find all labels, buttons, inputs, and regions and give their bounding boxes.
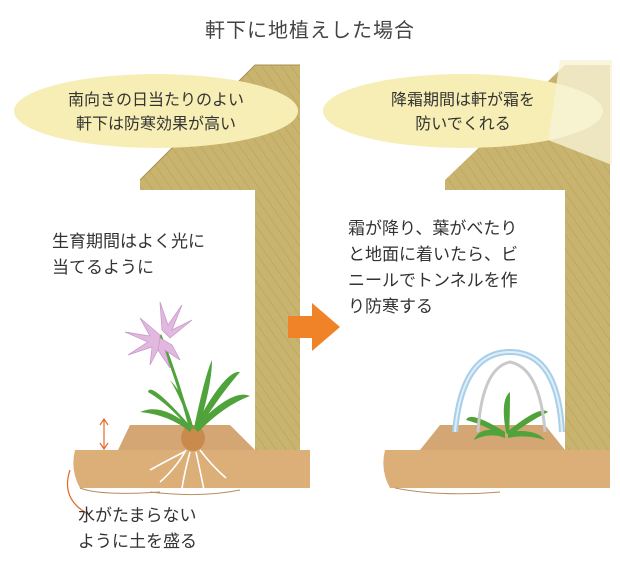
height-indicator (99, 417, 109, 451)
left-growth-note: 生育期間はよく光に 当てるように (52, 229, 205, 281)
left-note-line1: 生育期間はよく光に (52, 232, 205, 252)
vinyl-tunnel (452, 348, 565, 440)
right-note-line1: 霜が降り、葉がべたり (348, 219, 518, 239)
left-bubble-line2: 軒下は防寒効果が高い (75, 114, 236, 133)
left-bubble-line1: 南向きの日当たりのよい (67, 90, 244, 109)
left-bubble (14, 74, 298, 148)
right-bubble (323, 74, 603, 148)
progress-arrow (288, 303, 340, 351)
right-note-line3: ニールでトンネルを作 (348, 271, 518, 291)
right-note-line2: と地面に着いたら、ビ (348, 245, 518, 265)
right-frost-note: 霜が降り、葉がべたり と地面に着いたら、ビ ニールでトンネルを作 り防寒する (348, 216, 518, 320)
right-bubble-line2: 防いでくれる (415, 114, 511, 133)
diagram-title: 軒下に地植えした場合 (205, 18, 415, 42)
right-note-line4: り防寒する (348, 297, 433, 317)
soil-note-line2: ように土を盛る (78, 532, 197, 552)
right-wall (445, 65, 610, 450)
plant-with-flower (124, 301, 250, 491)
soil-note: 水がたまらない ように土を盛る (78, 503, 197, 555)
left-bubble-text: 南向きの日当たりのよい 軒下は防寒効果が高い (30, 88, 282, 136)
soil-note-line1: 水がたまらない (78, 506, 197, 526)
left-note-line2: 当てるように (52, 258, 154, 278)
left-ground (66, 425, 310, 516)
right-bubble-text: 降霜期間は軒が霜を 防いでくれる (345, 88, 581, 136)
right-bubble-line1: 降霜期間は軒が霜を (390, 90, 535, 109)
light-glow (548, 60, 612, 165)
